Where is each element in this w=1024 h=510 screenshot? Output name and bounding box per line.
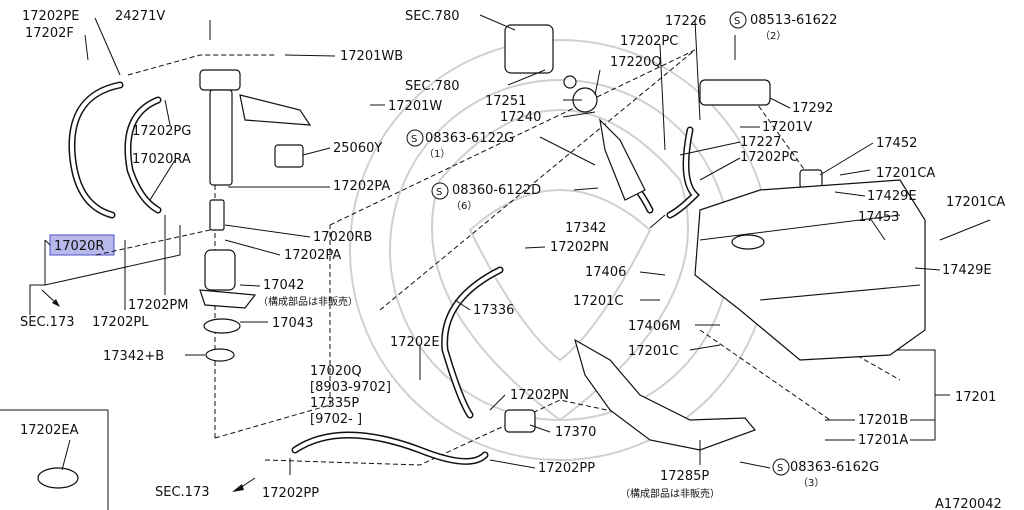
fuel-tank xyxy=(694,179,926,361)
part-label: 17043 xyxy=(272,316,313,331)
part-label: 17201A xyxy=(858,433,908,448)
part-label: 17201CA xyxy=(946,195,1005,210)
part-label: 08360-6122D xyxy=(452,183,541,198)
part-label: 17202PA xyxy=(284,248,341,263)
part-label: [8903-9702] xyxy=(310,380,391,395)
part-label: 17292 xyxy=(792,101,833,116)
part-label: 17202PC xyxy=(620,34,678,49)
part-label: 17342 xyxy=(565,221,606,236)
part-label: 17452 xyxy=(876,136,917,151)
part-label: （2） xyxy=(760,30,786,42)
section-arrows xyxy=(41,289,256,492)
part-labels: 17202PE17202F24271V17201WB17202PG17020RA… xyxy=(20,9,1005,510)
part-label: 17202PN xyxy=(550,240,609,255)
s-marker xyxy=(772,458,790,476)
part-label: 24271V xyxy=(115,9,165,24)
part-label: 17020RB xyxy=(313,230,372,245)
leader-lines xyxy=(61,14,991,475)
part-label: 17201C xyxy=(628,344,678,359)
part-label: 08363-6122G xyxy=(425,131,514,146)
s-marker xyxy=(406,129,424,147)
part-label: 17020R xyxy=(54,239,104,254)
part-label: 17226 xyxy=(665,14,706,29)
fuel-pump-module xyxy=(199,69,312,362)
s-markers: S S S S xyxy=(406,11,790,476)
part-label: 08513-61622 xyxy=(750,13,837,28)
part-label: 17227 xyxy=(740,135,781,150)
filler-neck-assembly xyxy=(504,24,899,257)
part-label: 17202PP xyxy=(538,461,595,476)
part-label: 17202PA xyxy=(333,179,390,194)
part-label: 17202PG xyxy=(132,124,191,139)
s-marker xyxy=(431,182,449,200)
part-label: （構成部品は非販売） xyxy=(620,487,720,500)
part-label: 17201 xyxy=(955,390,996,405)
part-label: 17202PC xyxy=(740,150,798,165)
part-label: 17020RA xyxy=(132,152,191,167)
part-label: 17429E xyxy=(942,263,992,278)
part-label: 17042 xyxy=(263,278,304,293)
part-label: 08363-6162G xyxy=(790,460,879,475)
clamp-17202EA xyxy=(37,467,79,489)
part-label: [9702- ] xyxy=(310,412,362,427)
part-label: （3） xyxy=(798,477,824,489)
part-label: SEC.780 xyxy=(405,79,460,94)
part-label: 17336 xyxy=(473,303,514,318)
part-label: 17202F xyxy=(25,26,74,41)
part-label: 25060Y xyxy=(333,141,382,156)
part-label: （1） xyxy=(424,148,450,160)
part-label: 17406M xyxy=(628,319,681,334)
part-label: 17201WB xyxy=(340,49,403,64)
part-label: 17202PM xyxy=(128,298,188,313)
part-label: 17285P xyxy=(660,469,709,484)
part-label: 17240 xyxy=(500,110,541,125)
bracket-lines xyxy=(0,225,950,510)
part-label: SEC.173 xyxy=(20,315,75,330)
part-label: 17202EA xyxy=(20,423,79,438)
part-label: 17202PE xyxy=(22,9,79,24)
part-label: 17202E xyxy=(390,335,440,350)
part-label: 17429E xyxy=(867,189,917,204)
part-label: 17202PN xyxy=(510,388,569,403)
part-label: 17201W xyxy=(388,99,442,114)
part-label: 17202PL xyxy=(92,315,149,330)
part-label: 17342+B xyxy=(103,349,164,364)
s-marker xyxy=(729,11,747,29)
part-label: 17251 xyxy=(485,94,526,109)
part-label: 17201B xyxy=(858,413,908,428)
part-label: 17453 xyxy=(858,210,899,225)
part-label: 17201CA xyxy=(876,166,935,181)
part-label: 17370 xyxy=(555,425,596,440)
s-marker-text: S xyxy=(734,16,740,27)
s-marker-text: S xyxy=(411,134,417,145)
fuel-hoses xyxy=(68,81,700,465)
part-label: SEC.780 xyxy=(405,9,460,24)
part-label: 17201V xyxy=(762,120,812,135)
part-label: 17406 xyxy=(585,265,626,280)
part-label: A1720042 xyxy=(935,497,1002,510)
part-label: 17220Q xyxy=(610,55,662,70)
part-label: 17202PP xyxy=(262,486,319,501)
part-label: （6） xyxy=(451,200,477,212)
part-label: SEC.173 xyxy=(155,485,210,500)
s-marker-text: S xyxy=(777,463,783,474)
fuel-filter xyxy=(504,409,536,433)
part-label: （構成部品は非販売） xyxy=(258,295,358,308)
part-label: 17020Q xyxy=(310,364,362,379)
heat-shield xyxy=(574,338,757,451)
s-marker-text: S xyxy=(436,187,442,198)
part-label: 17335P xyxy=(310,396,359,411)
part-label: 17201C xyxy=(573,294,623,309)
